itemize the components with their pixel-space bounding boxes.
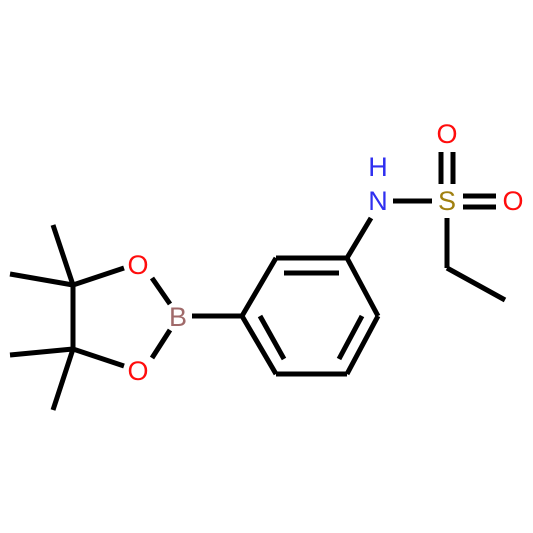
atom-nh-n: N — [368, 186, 388, 216]
atom-o-lower-ring: O — [127, 356, 148, 386]
bond-b-o3 — [149, 276, 173, 306]
bond-b-o4 — [149, 328, 173, 360]
atom-o-top: O — [436, 119, 457, 149]
atom-o-upper-ring: O — [127, 250, 148, 280]
atom-nh-h: H — [368, 152, 388, 182]
bond-ethyl — [445, 265, 507, 303]
bond-ring-inner-1 — [336, 314, 365, 361]
bond-o4-c — [72, 346, 125, 369]
bond-methyl-1 — [50, 224, 76, 286]
atom-labels: H N S O O B O O — [127, 119, 523, 386]
bonds — [9, 152, 507, 411]
atom-s: S — [438, 186, 456, 216]
bond-methyl-3 — [9, 346, 74, 358]
bond-methyl-4 — [50, 348, 76, 411]
bond-ring-1 — [344, 256, 381, 318]
bond-ring-5 — [239, 256, 279, 318]
bond-methyl-2 — [9, 271, 74, 288]
bond-o3-c — [72, 265, 125, 288]
bond-ring-inner-2 — [257, 314, 287, 361]
atom-b: B — [169, 302, 187, 332]
bond-ring-n — [344, 216, 374, 260]
atom-o-right: O — [502, 186, 523, 216]
bond-ring-2 — [344, 314, 381, 376]
bond-ring-4 — [239, 314, 279, 376]
